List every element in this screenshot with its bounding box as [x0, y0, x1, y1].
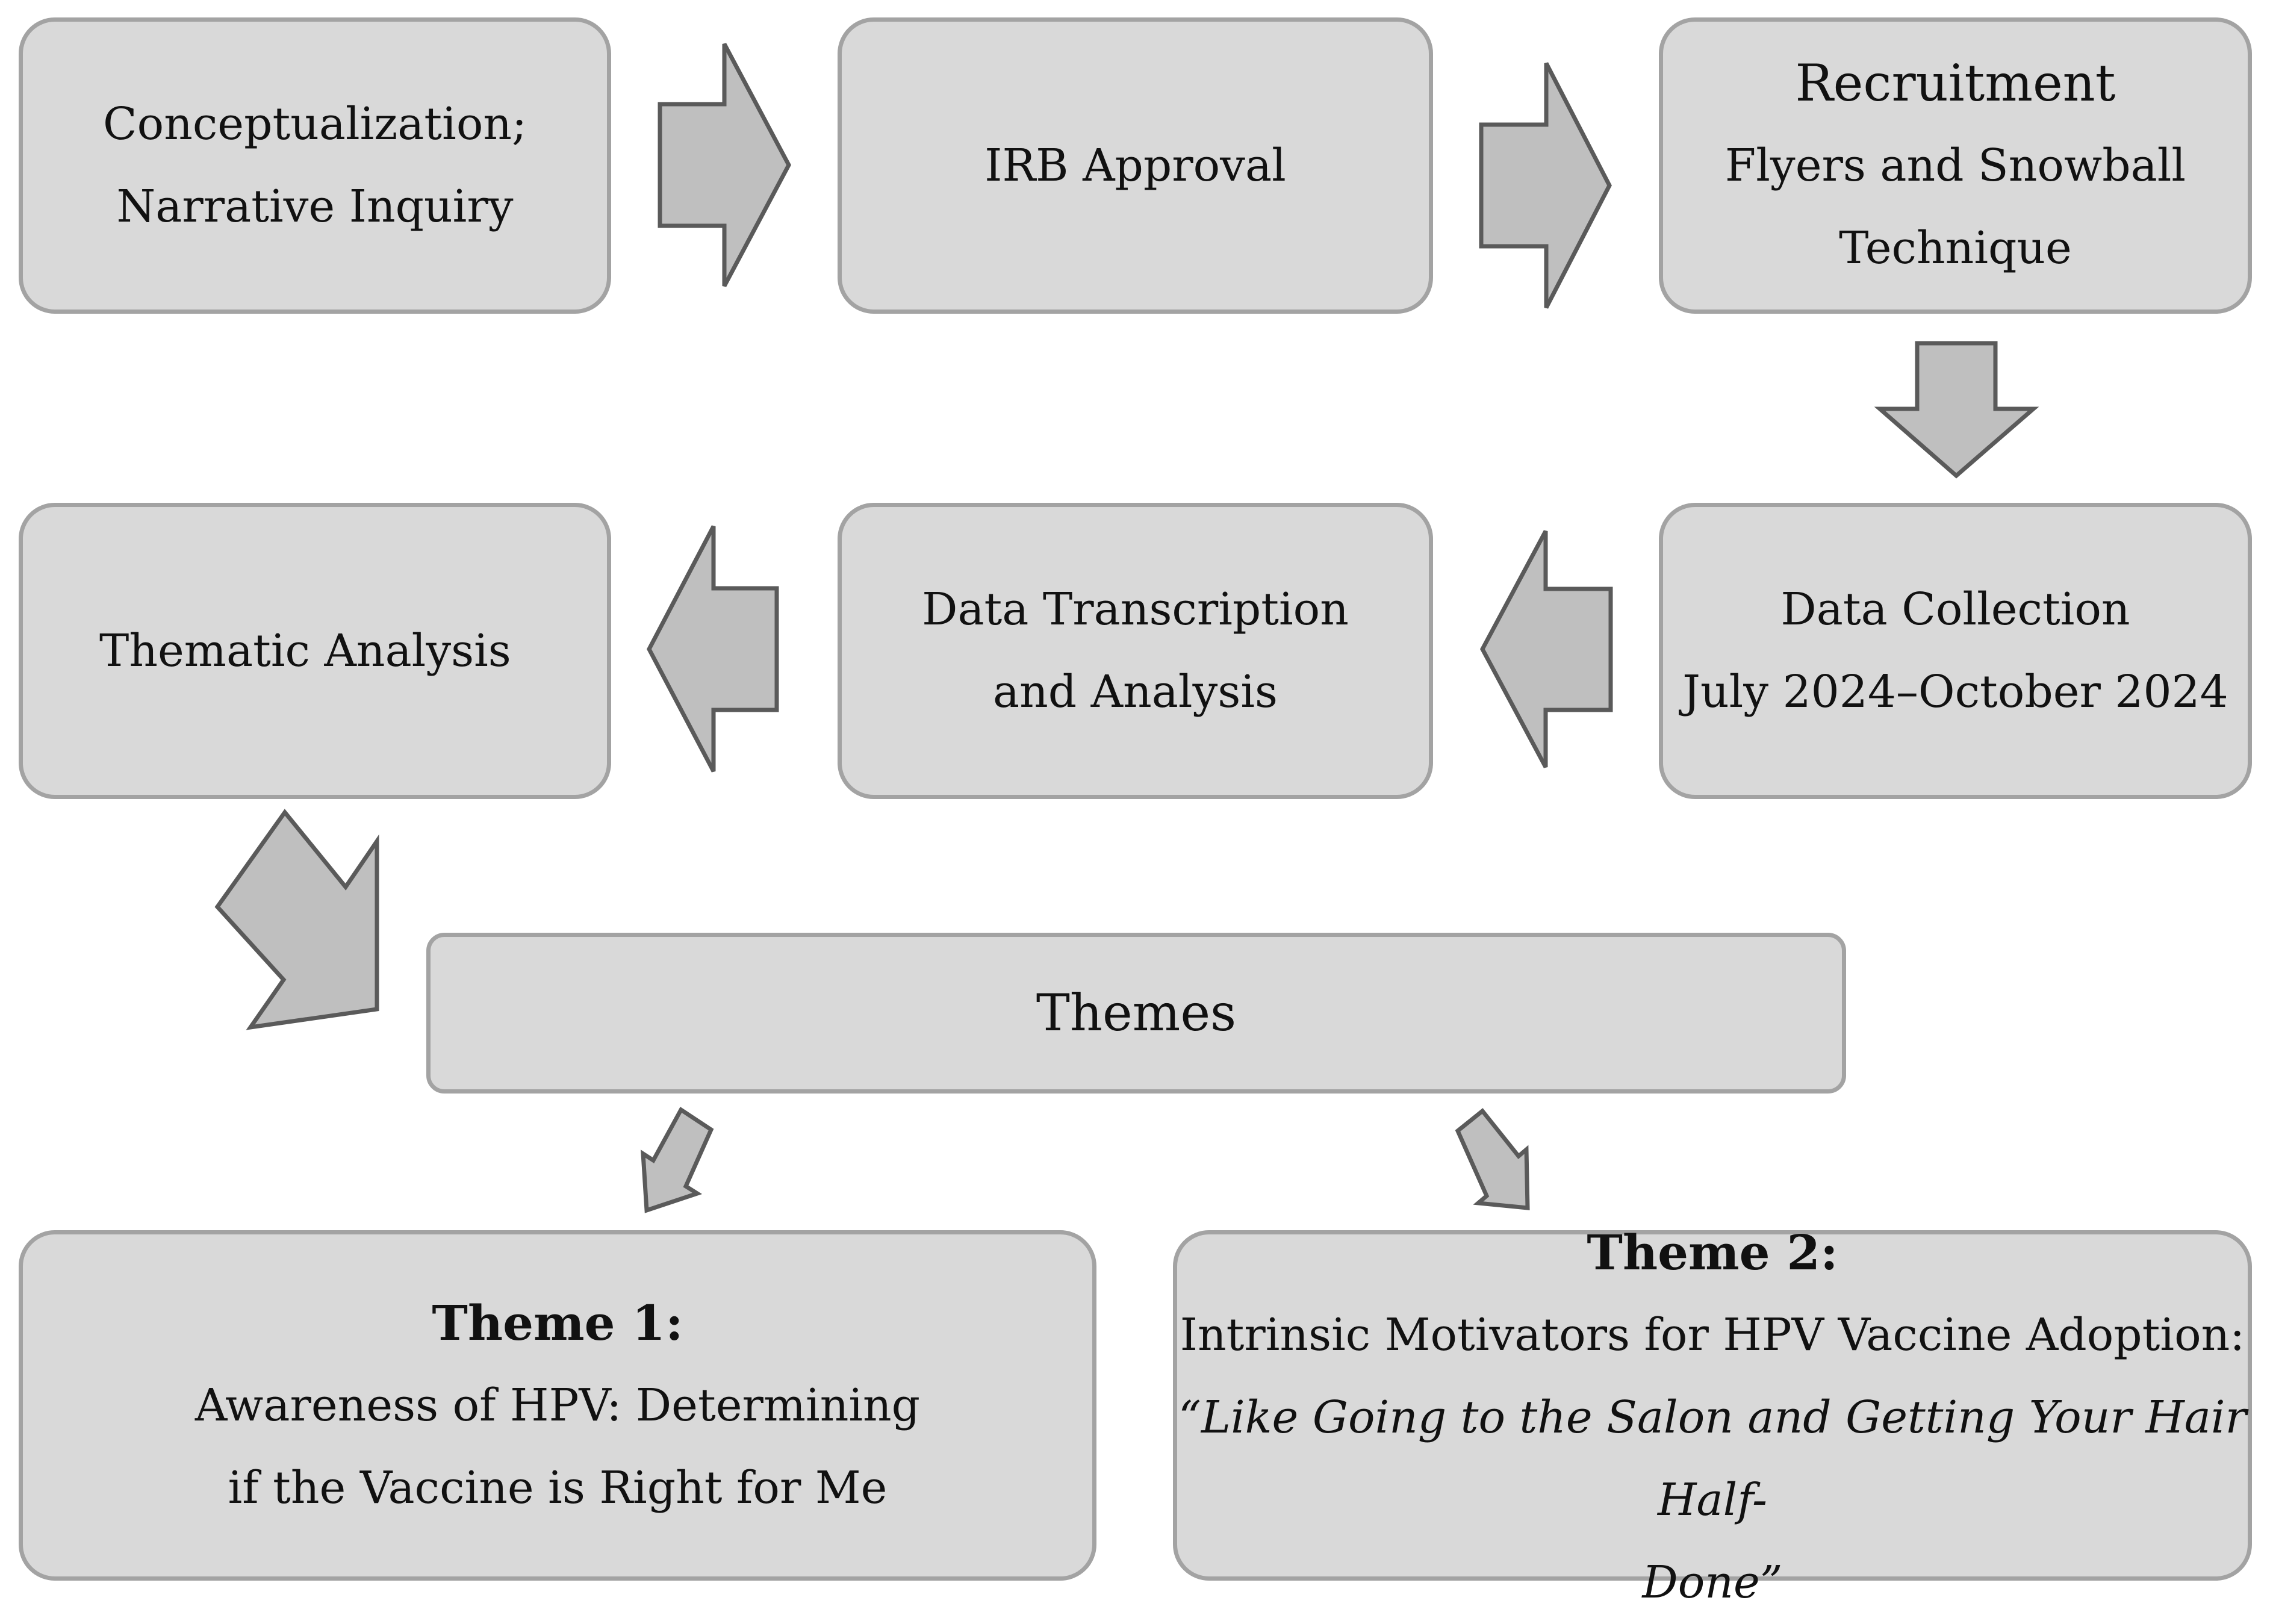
- arrow-down-left-icon: [641, 1106, 714, 1213]
- theme2-line1: Intrinsic Motivators for HPV Vaccine Ado…: [1180, 1308, 2245, 1361]
- themes-label: Themes: [1036, 983, 1237, 1042]
- recruitment-title: Recruitment: [1795, 53, 2116, 113]
- recruitment-line2: Technique: [1839, 222, 2072, 274]
- thematic-analysis-label: Thematic Analysis: [99, 624, 511, 677]
- data-collection-line1: Data Collection: [1780, 583, 2130, 635]
- conceptualization-line1: Conceptualization;: [103, 98, 527, 150]
- data-transcription-box: Data Transcription and Analysis: [838, 503, 1433, 799]
- irb-approval-box: IRB Approval: [838, 17, 1433, 314]
- theme1-title: Theme 1:: [432, 1294, 683, 1351]
- data-collection-dates: July 2024–October 2024: [1682, 666, 2228, 718]
- arrow-left-icon: [647, 525, 779, 773]
- theme2-quote-line2: Done”: [1642, 1556, 1783, 1608]
- theme2-box: Theme 2: Intrinsic Motivators for HPV Va…: [1173, 1224, 2252, 1608]
- arrow-down-right-icon: [1455, 1108, 1530, 1210]
- recruitment-line1: Flyers and Snowball: [1724, 139, 2186, 191]
- conceptualization-line2: Narrative Inquiry: [116, 181, 514, 232]
- arrow-left-icon: [1480, 530, 1613, 768]
- irb-approval-label: IRB Approval: [984, 139, 1286, 191]
- arrow-down-right-icon: [214, 809, 379, 1030]
- conceptualization-box: Conceptualization; Narrative Inquiry: [19, 17, 611, 314]
- arrow-right-icon: [1479, 62, 1612, 309]
- data-transcription-line2: and Analysis: [993, 666, 1278, 718]
- arrow-down-icon: [1874, 341, 2039, 479]
- theme1-line2: if the Vaccine is Right for Me: [228, 1461, 888, 1514]
- themes-box: Themes: [426, 933, 1846, 1094]
- recruitment-box: Recruitment Flyers and Snowball Techniqu…: [1659, 17, 2252, 314]
- theme1-box: Theme 1: Awareness of HPV: Determining i…: [19, 1230, 1096, 1581]
- thematic-analysis-box: Thematic Analysis: [19, 503, 611, 799]
- theme1-line1: Awareness of HPV: Determining: [194, 1379, 921, 1431]
- data-collection-box: Data Collection July 2024–October 2024: [1659, 503, 2252, 799]
- theme2-quote-line1: “Like Going to the Salon and Getting You…: [1178, 1391, 2247, 1526]
- arrow-right-icon: [658, 43, 791, 287]
- data-transcription-line1: Data Transcription: [922, 583, 1349, 635]
- theme2-title: Theme 2:: [1587, 1224, 1838, 1281]
